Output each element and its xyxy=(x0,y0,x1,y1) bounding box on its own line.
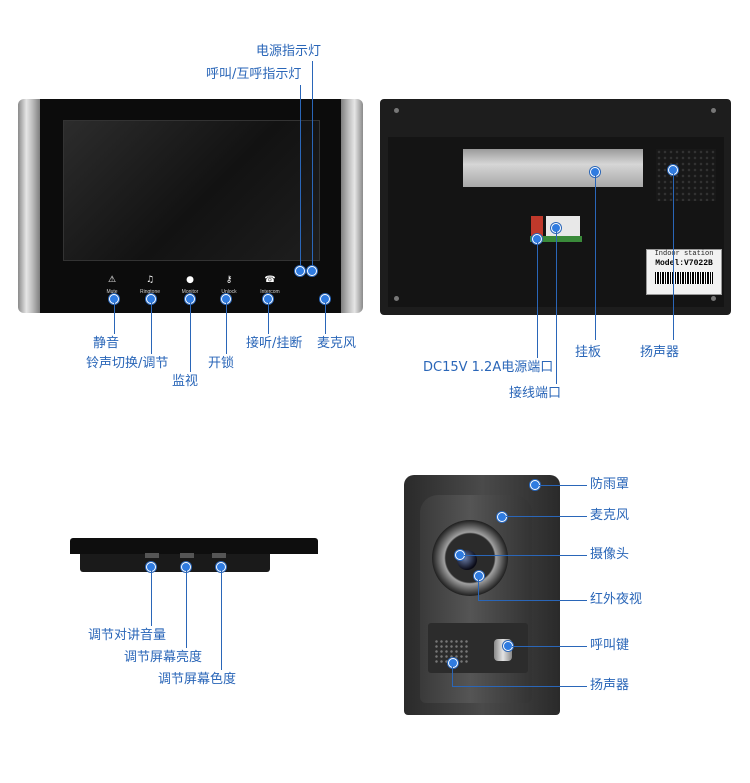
side-monitor-lower xyxy=(80,554,270,572)
outdoor-unit xyxy=(402,475,562,715)
screw-icon xyxy=(394,108,399,113)
ir-night-dot xyxy=(474,571,484,581)
monitor-label: 监视 xyxy=(172,374,199,389)
screw-icon xyxy=(394,296,399,301)
sticker-model: Model:V7022B xyxy=(655,259,713,268)
ir-night-label: 红外夜视 xyxy=(590,592,643,607)
rain-cover-label: 防雨罩 xyxy=(590,477,630,492)
screw-icon xyxy=(711,296,716,301)
model-sticker: Indoor station Model:V7022B xyxy=(646,249,722,295)
unlock-button-label: Unlock xyxy=(221,289,237,295)
barcode xyxy=(655,272,713,284)
monitor-button-label: Monitor xyxy=(181,289,199,295)
unlock-icon[interactable]: ⚷ xyxy=(225,275,233,285)
power-port-label: DC15V 1.2A电源端口 xyxy=(423,360,554,375)
camera-label: 摄像头 xyxy=(590,547,630,562)
call-indicator-line xyxy=(300,85,301,271)
mute-label: 静音 xyxy=(93,336,120,351)
unlock-label: 开锁 xyxy=(208,356,235,371)
outdoor-speaker-label: 扬声器 xyxy=(590,678,630,693)
screw-icon xyxy=(711,108,716,113)
front-bezel-left xyxy=(18,99,42,313)
call-indicator-label: 呼叫/互呼指示灯 xyxy=(206,67,302,82)
mount-plate-label: 挂板 xyxy=(575,345,602,360)
front-monitor: ⚠ Mute ♫ Ringtone ● Monitor ⚷ Unlock ☎ I… xyxy=(18,99,363,313)
brightness-label: 调节屏幕亮度 xyxy=(124,650,203,665)
outdoor-speaker-dot xyxy=(448,658,458,668)
call-indicator-dot xyxy=(295,266,305,276)
back-speaker-label: 扬声器 xyxy=(640,345,680,360)
intercom-volume-label: 调节对讲音量 xyxy=(88,628,167,643)
mount-plate xyxy=(463,149,643,187)
side-button[interactable] xyxy=(212,553,226,558)
outdoor-mic-label: 麦克风 xyxy=(590,508,630,523)
speaker-grille xyxy=(656,149,716,201)
power-indicator-dot xyxy=(307,266,317,276)
power-terminal xyxy=(531,216,543,236)
wiring-port-label: 接线端口 xyxy=(509,386,562,401)
mute-button-label: Mute xyxy=(106,289,118,295)
monitor-icon[interactable]: ● xyxy=(186,275,194,285)
front-screen xyxy=(63,120,320,261)
ringtone-label: 铃声切换/调节 xyxy=(86,356,169,371)
outdoor-mic-dot xyxy=(497,512,507,522)
intercom-button-label: Intercom xyxy=(260,289,280,295)
color-label: 调节屏幕色度 xyxy=(158,672,237,687)
intercom-icon[interactable]: ☎ xyxy=(264,275,276,285)
answer-label: 接听/挂断 xyxy=(246,336,303,351)
side-monitor xyxy=(70,538,318,554)
ringtone-button-label: Ringtone xyxy=(139,289,160,295)
front-microphone-label: 麦克风 xyxy=(317,336,357,351)
power-indicator-line xyxy=(312,61,313,271)
mute-icon[interactable]: ⚠ xyxy=(107,275,117,285)
call-key-label: 呼叫键 xyxy=(590,638,630,653)
side-button[interactable] xyxy=(145,553,159,558)
side-button[interactable] xyxy=(180,553,194,558)
sticker-title: Indoor station xyxy=(654,250,714,258)
ringtone-icon[interactable]: ♫ xyxy=(145,275,155,285)
front-bezel-right xyxy=(339,99,363,313)
power-indicator-label: 电源指示灯 xyxy=(256,44,322,59)
